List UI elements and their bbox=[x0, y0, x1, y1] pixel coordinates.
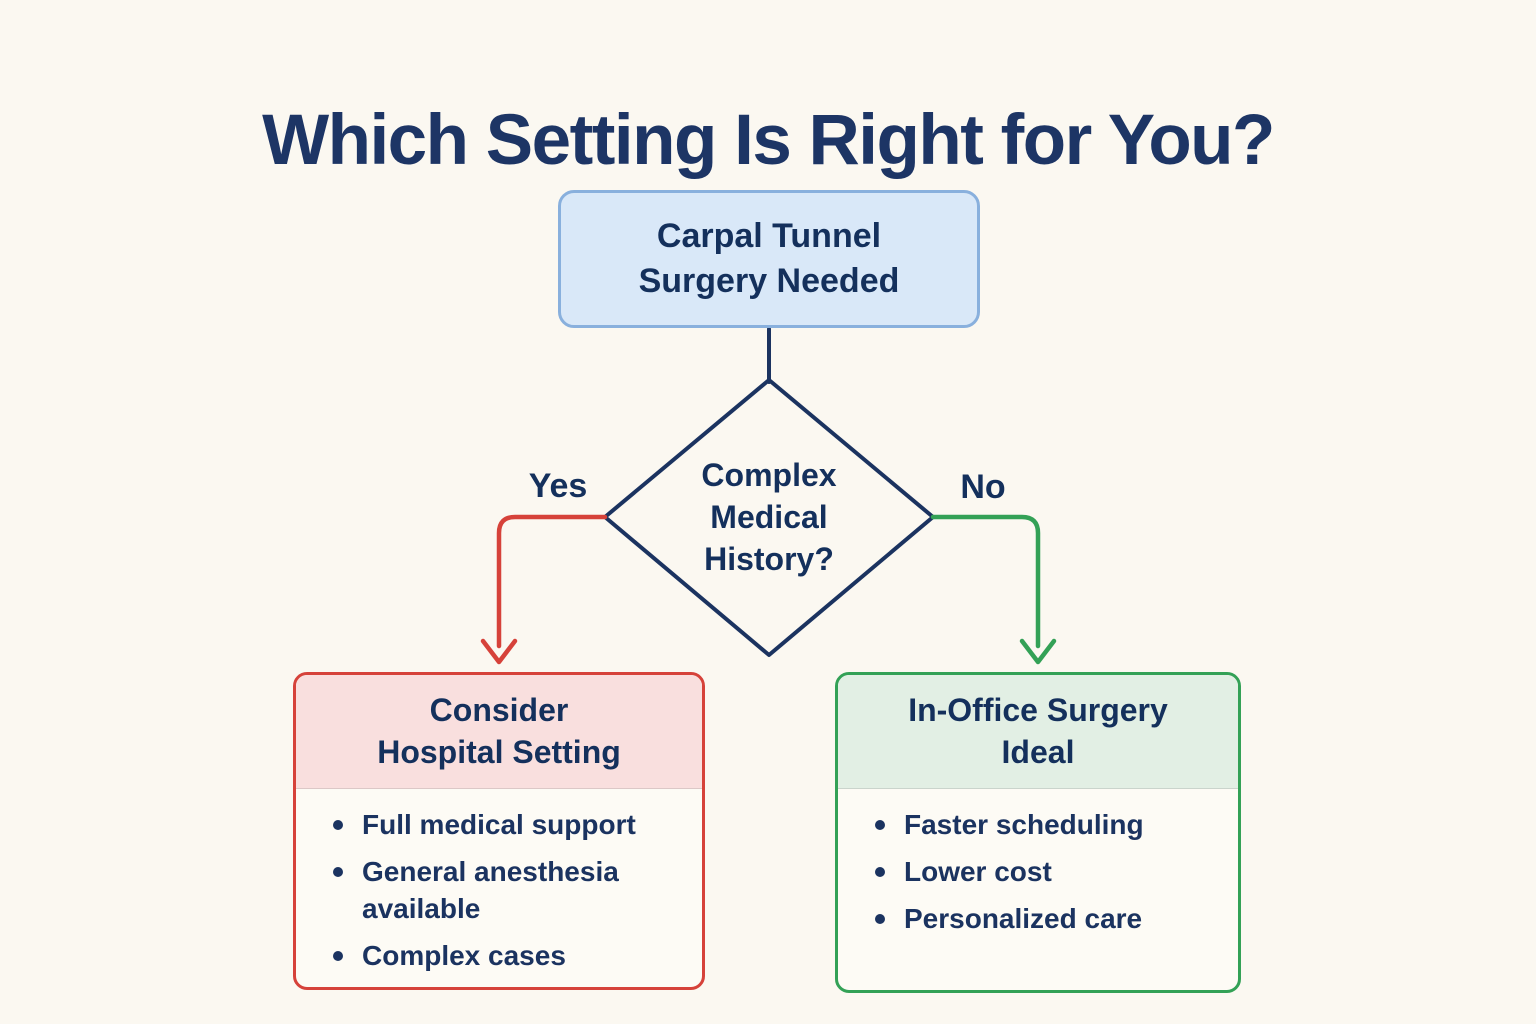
hospital-outcome-box: Consider Hospital Setting Full medical s… bbox=[293, 672, 705, 990]
start-node: Carpal Tunnel Surgery Needed bbox=[558, 190, 980, 328]
hospital-box-body: Full medical support General anesthesia … bbox=[296, 789, 702, 987]
hospital-box-title: Consider Hospital Setting bbox=[296, 675, 702, 789]
office-bullet-list: Faster scheduling Lower cost Personalize… bbox=[868, 807, 1212, 938]
no-arrow bbox=[930, 514, 1041, 649]
decision-diamond-shape bbox=[603, 378, 935, 657]
office-box-title: In-Office Surgery Ideal bbox=[838, 675, 1238, 789]
office-box-body: Faster scheduling Lower cost Personalize… bbox=[838, 789, 1238, 990]
office-outcome-box: In-Office Surgery Ideal Faster schedulin… bbox=[835, 672, 1241, 993]
office-bullet-item: Faster scheduling bbox=[868, 807, 1212, 844]
page-title: Which Setting Is Right for You? bbox=[262, 100, 1275, 180]
yes-edge-label: Yes bbox=[528, 467, 588, 505]
office-bullet-item: Personalized care bbox=[868, 901, 1212, 938]
hospital-bullet-item: Full medical support bbox=[326, 807, 676, 844]
hospital-bullet-list: Full medical support General anesthesia … bbox=[326, 807, 676, 975]
yes-arrow bbox=[496, 514, 608, 649]
office-bullet-item: Lower cost bbox=[868, 854, 1212, 891]
no-arrowhead-icon bbox=[1019, 638, 1057, 665]
yes-arrowhead-icon bbox=[480, 638, 518, 665]
hospital-bullet-item: General anesthesia available bbox=[326, 854, 676, 928]
decision-node-label: Complex Medical History? bbox=[701, 456, 837, 578]
hospital-bullet-item: Complex cases bbox=[326, 938, 676, 975]
no-edge-label: No bbox=[960, 468, 1006, 506]
